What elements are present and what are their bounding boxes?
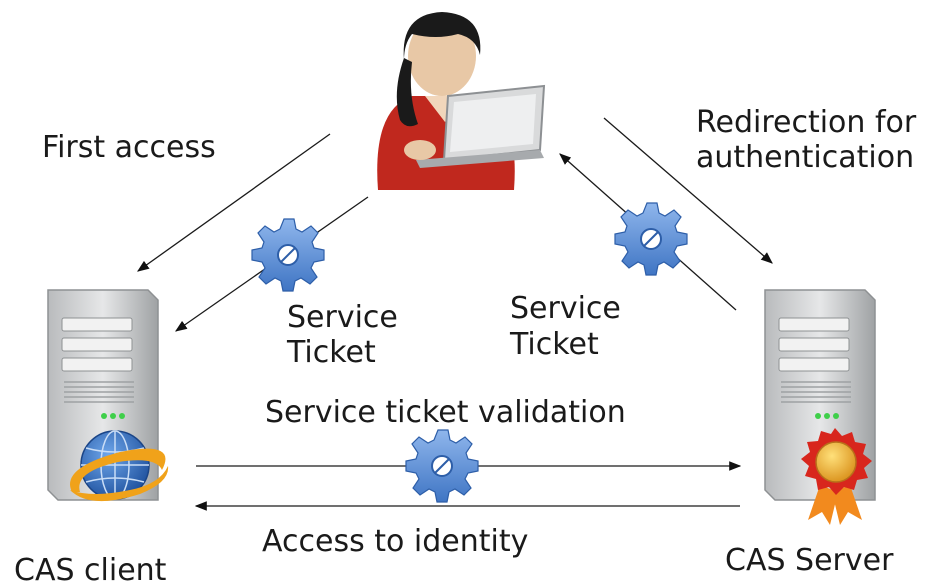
label-cas-client: CAS client <box>14 553 167 583</box>
arrow-first-access <box>137 133 331 272</box>
label-first-access: First access <box>42 130 216 165</box>
user-with-laptop-icon <box>377 12 546 190</box>
label-service-ticket-right-line2: Ticket <box>509 327 599 362</box>
label-service-ticket-validation: Service ticket validation <box>265 395 626 430</box>
globe-icon <box>70 430 169 502</box>
gear-icon <box>405 429 479 503</box>
label-redirection-line1: Redirection for <box>696 105 917 140</box>
label-cas-server: CAS Server <box>725 543 894 578</box>
label-access-to-identity: Access to identity <box>262 524 528 559</box>
arrow-redirection <box>603 117 773 264</box>
label-service-ticket-right-line1: Service <box>510 291 621 326</box>
label-service-ticket-left-line1: Service <box>287 300 398 335</box>
gear-icon <box>251 218 325 292</box>
label-redirection-line2: authentication <box>696 140 914 175</box>
award-rosette-icon <box>801 428 872 525</box>
gear-icon <box>614 202 688 276</box>
label-service-ticket-left-line2: Ticket <box>286 335 376 370</box>
